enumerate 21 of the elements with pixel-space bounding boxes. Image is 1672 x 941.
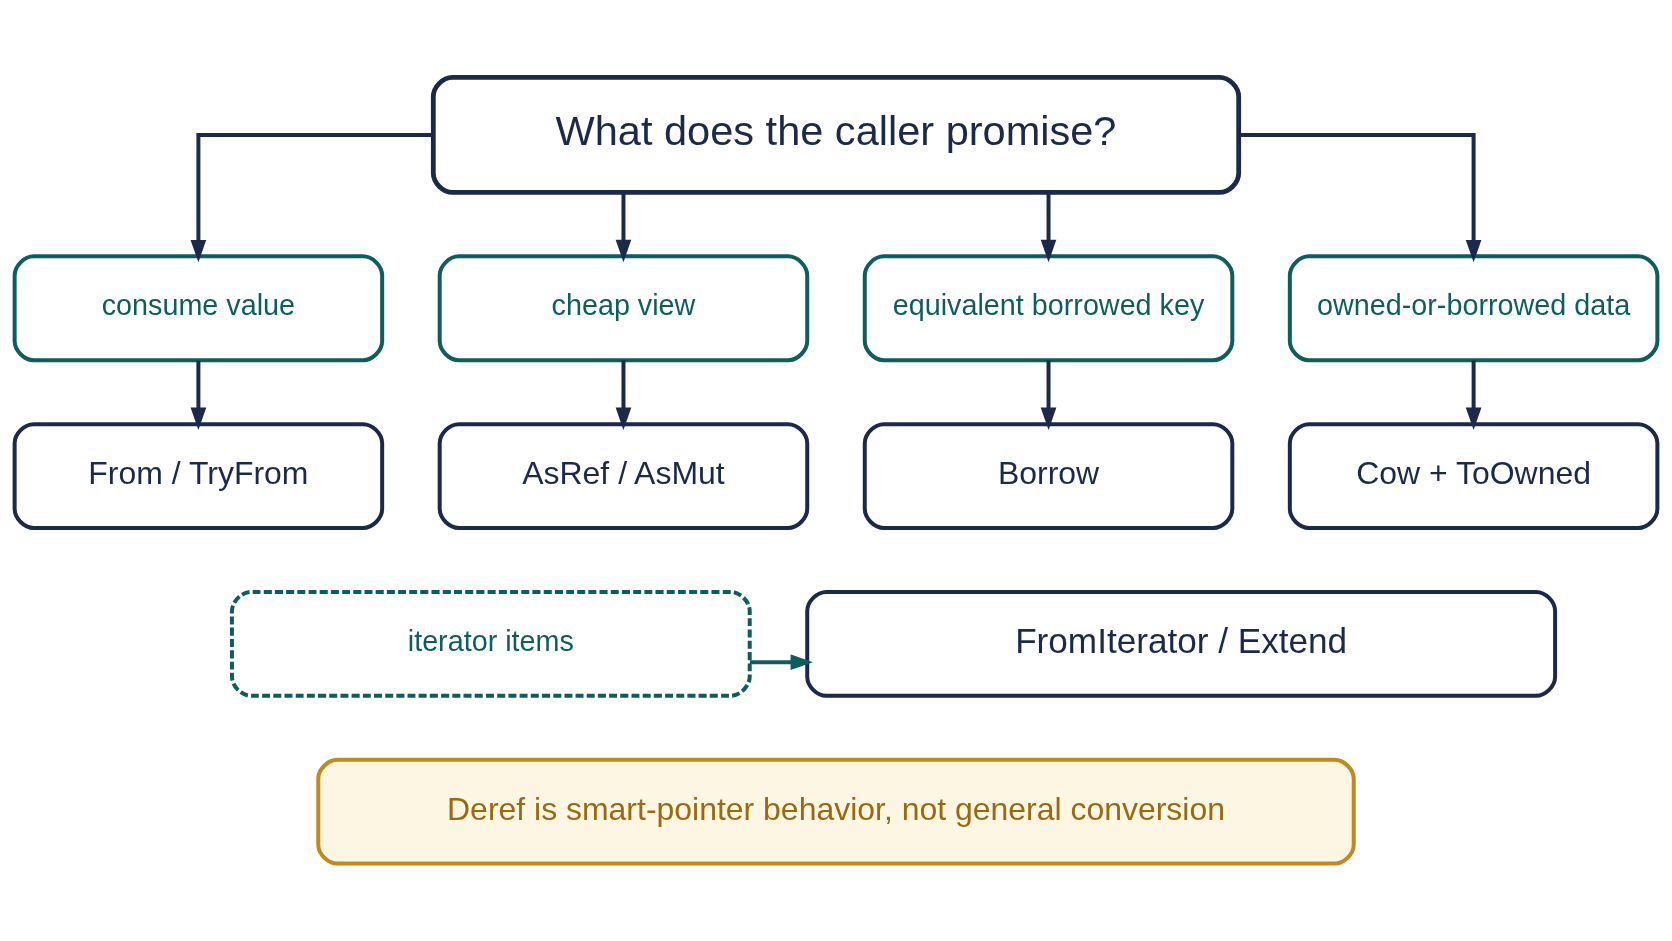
arrow bbox=[615, 360, 632, 430]
node-box: AsRef / AsMut bbox=[437, 422, 810, 531]
node-box: From / TryFrom bbox=[12, 422, 385, 531]
node-box: Borrow bbox=[862, 422, 1235, 531]
node-box: equivalent borrowed key bbox=[862, 254, 1235, 363]
node-box: iterator items bbox=[229, 589, 752, 698]
node-box: cheap view bbox=[437, 254, 810, 363]
arrow bbox=[190, 360, 207, 430]
node-box: What does the caller promise? bbox=[430, 75, 1242, 195]
node-box: Cow + ToOwned bbox=[1287, 422, 1660, 531]
node-box: consume value bbox=[12, 254, 385, 363]
arrow bbox=[190, 132, 434, 263]
arrow bbox=[1040, 192, 1057, 263]
arrow bbox=[1238, 132, 1482, 263]
arrow bbox=[1465, 360, 1482, 430]
node-box: FromIterator / Extend bbox=[805, 589, 1558, 698]
arrow bbox=[749, 654, 813, 671]
node-box: owned-or-borrowed data bbox=[1287, 254, 1660, 363]
arrow bbox=[1040, 360, 1057, 430]
arrow bbox=[615, 192, 632, 263]
node-box: Deref is smart-pointer behavior, not general conversion bbox=[316, 757, 1356, 866]
